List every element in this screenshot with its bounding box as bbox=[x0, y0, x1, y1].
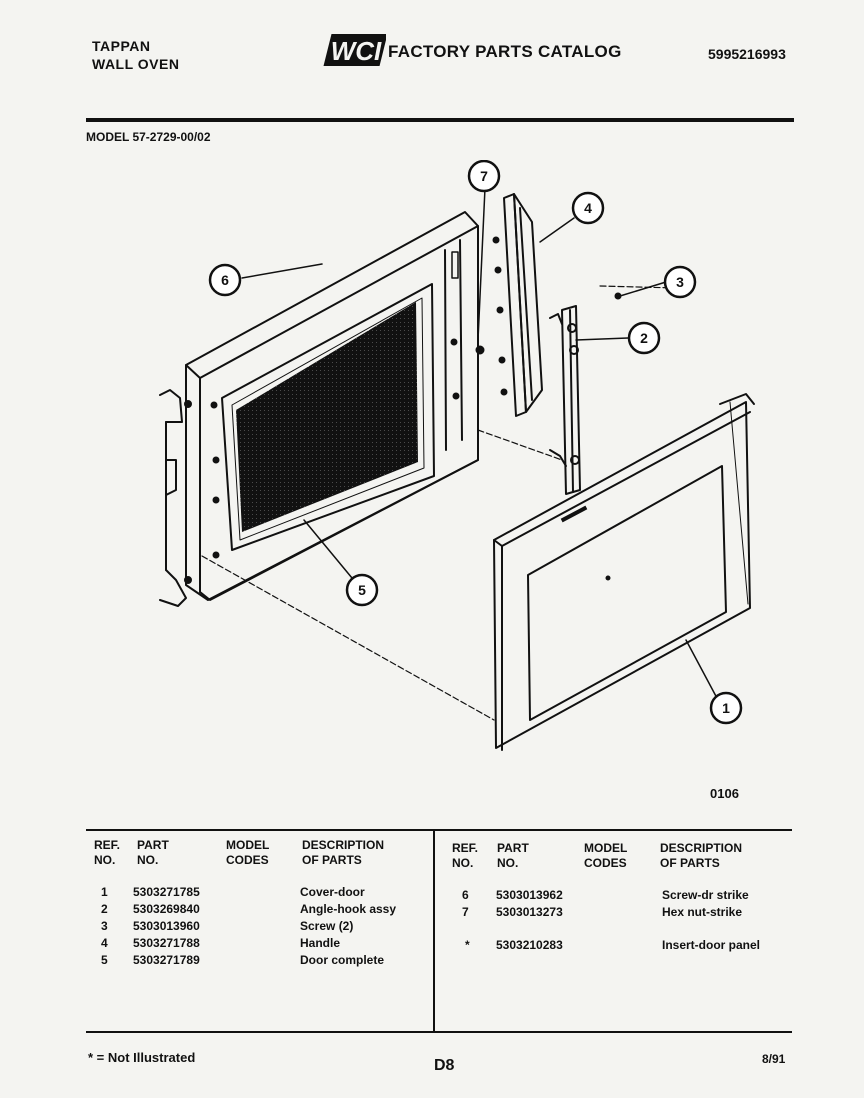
part-no: 5303013960 bbox=[133, 919, 200, 933]
svg-text:2: 2 bbox=[640, 330, 648, 346]
part-no: 5303210283 bbox=[496, 938, 563, 952]
part-no: 5303013273 bbox=[496, 905, 563, 919]
ref-no: 3 bbox=[101, 919, 108, 933]
ref-no: 2 bbox=[101, 902, 108, 916]
catalog-title: FACTORY PARTS CATALOG bbox=[388, 42, 622, 61]
logo-text: WCI bbox=[331, 36, 382, 66]
wci-logo: WCI bbox=[323, 34, 386, 66]
callout-1: 1 bbox=[709, 691, 743, 725]
part-no: 5303271789 bbox=[133, 953, 200, 967]
door-handle bbox=[475, 193, 543, 417]
ref-no: 7 bbox=[462, 905, 469, 919]
part-no: 5303269840 bbox=[133, 902, 200, 916]
assembly-guide-lines bbox=[201, 285, 677, 721]
header-ref-no-right: REF.NO. bbox=[452, 841, 479, 870]
ref-no: 6 bbox=[462, 888, 469, 902]
svg-text:1: 1 bbox=[722, 700, 730, 716]
window-screen bbox=[236, 302, 418, 532]
callout-3: 3 bbox=[663, 265, 697, 299]
description: Cover-door bbox=[300, 885, 365, 899]
description: Screw (2) bbox=[300, 919, 354, 933]
header-rule bbox=[86, 118, 794, 122]
part-no: 5303013962 bbox=[496, 888, 563, 902]
callout-4: 4 bbox=[571, 191, 605, 225]
publication-date: 8/91 bbox=[762, 1052, 786, 1066]
callout-6: 6 bbox=[208, 263, 242, 297]
description: Handle bbox=[300, 936, 341, 950]
angle-hook-assembly bbox=[549, 292, 622, 495]
ref-no: 1 bbox=[101, 885, 108, 899]
product-type: WALL OVEN bbox=[92, 56, 180, 72]
callout-2: 2 bbox=[627, 321, 661, 355]
callout-7: 7 bbox=[467, 160, 501, 193]
table-top-rule bbox=[86, 829, 792, 831]
ref-no: 4 bbox=[101, 936, 108, 950]
ref-no: * bbox=[465, 938, 470, 952]
svg-text:6: 6 bbox=[221, 272, 229, 288]
svg-text:3: 3 bbox=[676, 274, 684, 290]
callout-leaders bbox=[241, 187, 719, 701]
page-code: D8 bbox=[434, 1057, 455, 1074]
part-no: 5303271785 bbox=[133, 885, 200, 899]
description: Door complete bbox=[300, 953, 385, 967]
model-number: MODEL 57-2729-00/02 bbox=[86, 130, 211, 144]
brand-name: TAPPAN bbox=[92, 38, 151, 54]
description: Screw-dr strike bbox=[662, 888, 749, 902]
exploded-parts-diagram: 6 7 4 3 2 5 1 bbox=[159, 160, 755, 751]
callout-5: 5 bbox=[345, 573, 379, 607]
part-no: 5303271788 bbox=[133, 936, 200, 950]
ref-no: 5 bbox=[101, 953, 108, 967]
svg-text:7: 7 bbox=[480, 168, 488, 184]
table-bottom-rule bbox=[86, 1031, 792, 1033]
document-number: 5995216993 bbox=[708, 46, 786, 62]
description: Hex nut-strike bbox=[662, 905, 743, 919]
inner-door-frame bbox=[185, 211, 479, 601]
table-column-divider bbox=[433, 830, 435, 1032]
description: Insert-door panel bbox=[662, 938, 761, 952]
outer-door-cover bbox=[493, 393, 755, 751]
description: Angle-hook assy bbox=[300, 902, 397, 916]
svg-text:4: 4 bbox=[584, 200, 592, 216]
header-ref-no-left: REF.NO. bbox=[94, 838, 121, 867]
figure-number: 0106 bbox=[710, 786, 739, 801]
not-illustrated-footnote: * = Not Illustrated bbox=[88, 1050, 196, 1065]
svg-text:5: 5 bbox=[358, 582, 366, 598]
